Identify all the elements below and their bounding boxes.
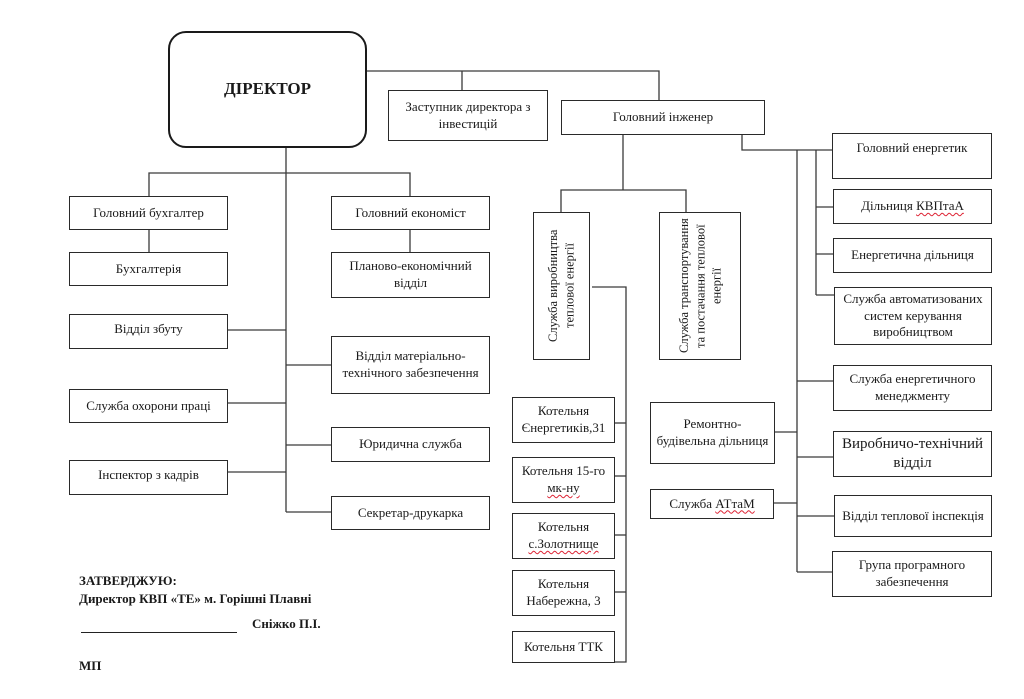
production-technical-dept-label: Виробничо-технічний відділ <box>841 435 984 472</box>
heat-inspection-dept-label: Відділ теплової інспекція <box>842 507 984 523</box>
energy-management-box: Служба енергетичного менеджменту <box>833 365 992 411</box>
director-label: ДІРЕКТОР <box>223 79 312 99</box>
chief-economist-box: Головний економіст <box>331 196 490 230</box>
repair-construction-box: Ремонтно-будівельна дільниця <box>650 402 775 464</box>
boiler-house-label-line: Котельня 15-го <box>521 463 606 479</box>
sales-dept-box: Відділ збуту <box>69 314 228 349</box>
boiler-house-label: Котельня Єнергетиків,31 <box>521 403 606 435</box>
heat-transport-service-label: Служба транспортування та постачання теп… <box>676 218 724 354</box>
hr-inspector-label: Інспектор з кадрів <box>98 467 199 482</box>
boiler-house-label: Котельня Набережна, 3 <box>526 576 601 608</box>
planning-dept-label: Планово-економічний відділ <box>349 258 472 290</box>
secretary-label: Секретар-друкарка <box>357 504 464 520</box>
boiler-house-label-line: мк-ну <box>547 480 580 495</box>
accounting-box: Бухгалтерія <box>69 252 228 286</box>
asu-service-label: Служба автоматизованих систем керування … <box>843 290 983 340</box>
energy-site-label: Енергетична дільниця <box>851 247 974 263</box>
production-technical-dept-box: Виробничо-технічний відділ <box>833 431 992 477</box>
approval-title: ЗАТВЕРДЖУЮ: <box>79 573 177 588</box>
chief-economist-label: Головний економіст <box>355 204 466 220</box>
boiler-house-box: Котельня Єнергетиків,31 <box>512 397 615 443</box>
boiler-house-box: Котельня ТТК <box>512 631 615 663</box>
connector-boilers <box>592 286 627 663</box>
asu-service-box: Служба автоматизованих систем керування … <box>834 287 992 345</box>
boiler-house-box: Котельня 15-го мк-ну <box>512 457 615 503</box>
connector-services <box>560 189 687 212</box>
boiler-house-box: Котельня Набережна, 3 <box>512 570 615 616</box>
energy-management-label: Служба енергетичного менеджменту <box>849 371 976 403</box>
boiler-house-label: Котельня ТТК <box>524 638 603 654</box>
attam-service-box: Служба АТтаМ <box>650 489 774 519</box>
chief-engineer-label: Головний інженер <box>612 109 714 125</box>
boiler-house-box: Котельня с.Золотнище <box>512 513 615 559</box>
approval-position: Директор КВП «ТЕ» м. Горішні Плавні <box>79 590 312 606</box>
secretary-box: Секретар-друкарка <box>331 496 490 530</box>
planning-dept-box: Планово-економічний відділ <box>331 252 490 298</box>
mts-dept-label: Відділ матеріально-технічного забезпечен… <box>342 348 479 380</box>
software-group-label: Група програмного забезпечення <box>858 557 966 589</box>
energy-site-box: Енергетична дільниця <box>833 238 992 273</box>
attam-service-label: Служба АТтаМ <box>669 496 754 513</box>
kvp-site-label: Дільниця КВПтаА <box>861 198 964 215</box>
boiler-house-label-line: с.Золотнище <box>528 536 599 551</box>
connector-engineer-right <box>741 135 832 151</box>
labor-safety-label: Служба охорони праці <box>86 397 211 413</box>
chief-engineer-box: Головний інженер <box>561 100 765 135</box>
director-box: ДІРЕКТОР <box>168 31 367 148</box>
connector-chiefs <box>148 172 411 196</box>
boiler-house-label: Котельня 15-го мк-ну <box>522 463 605 497</box>
legal-service-label: Юридична служба <box>359 436 462 452</box>
attam-service-label-part: Служба <box>669 495 716 511</box>
signature-line <box>81 632 237 633</box>
legal-service-box: Юридична служба <box>331 427 490 462</box>
chief-power-engineer-box: Головний енергетик <box>832 133 992 179</box>
boiler-house-label-line: Котельня <box>537 519 590 535</box>
chief-power-engineer-label: Головний енергетик <box>856 140 968 155</box>
deputy-investments-label: Заступник директора з інвестицій <box>405 98 531 131</box>
heat-production-service-box: Служба виробництва теплової енергії <box>533 212 590 360</box>
kvp-site-box: Дільниця КВПтаА <box>833 189 992 224</box>
deputy-investments-box: Заступник директора з інвестицій <box>388 90 548 141</box>
repair-construction-label: Ремонтно-будівельна дільниця <box>656 416 769 448</box>
sales-dept-label: Відділ збуту <box>114 321 183 336</box>
chief-accountant-box: Головний бухгалтер <box>69 196 228 230</box>
accounting-label: Бухгалтерія <box>115 260 182 276</box>
heat-inspection-dept-box: Відділ теплової інспекція <box>834 495 992 537</box>
kvp-site-label-part: Дільниця <box>861 198 917 214</box>
connector-director-engineer <box>367 70 660 100</box>
heat-transport-service-box: Служба транспортування та постачання теп… <box>659 212 741 360</box>
mts-dept-box: Відділ матеріально-технічного забезпечен… <box>331 336 490 394</box>
stamp-place: МП <box>79 658 102 673</box>
chief-accountant-label: Головний бухгалтер <box>93 204 204 220</box>
boiler-house-label: Котельня с.Золотнище <box>528 519 598 553</box>
heat-production-service-label: Служба виробництва теплової енергії <box>546 229 577 343</box>
approval-block: ЗАТВЕРДЖУЮ: Директор КВП «ТЕ» м. Горішні… <box>79 572 311 607</box>
hr-inspector-box: Інспектор з кадрів <box>69 460 228 495</box>
labor-safety-box: Служба охорони праці <box>69 389 228 423</box>
attam-service-label-part: АТтаМ <box>715 495 755 511</box>
kvp-site-label-part: КВПтаА <box>916 198 964 214</box>
software-group-box: Група програмного забезпечення <box>832 551 992 597</box>
signer-name: Сніжко П.І. <box>252 616 321 631</box>
